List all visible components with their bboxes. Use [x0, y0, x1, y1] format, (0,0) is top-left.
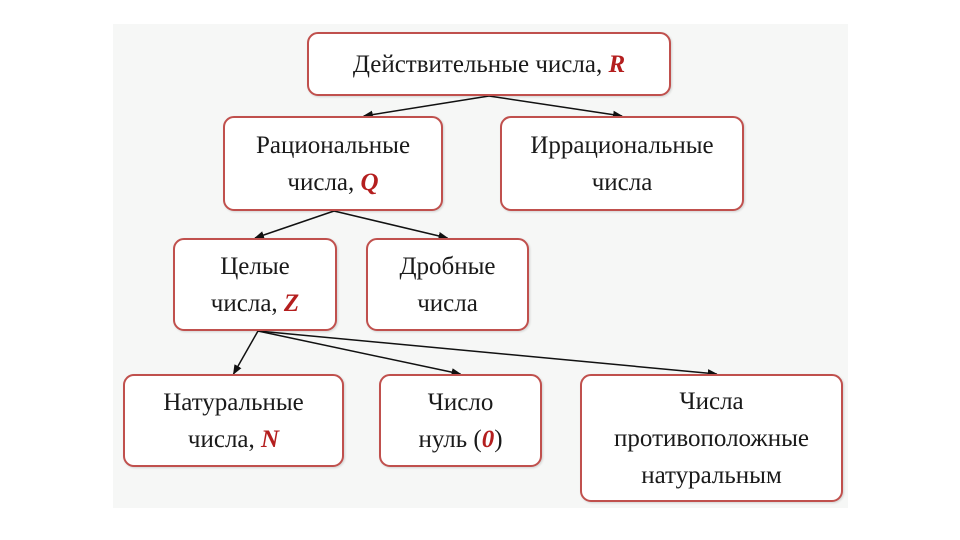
- symbol-zero: 0: [481, 425, 495, 453]
- symbol-r: R: [608, 50, 626, 78]
- node-rational-line2: числа, Q: [287, 164, 378, 201]
- node-opposite-line2: противоположные: [614, 424, 809, 452]
- node-fraction-numbers: Дробные числа: [366, 238, 529, 331]
- node-natural-line1: Натуральные: [163, 388, 304, 416]
- node-irrational-line2: числа: [591, 168, 653, 196]
- node-real-numbers: Действительные числа, R: [307, 32, 671, 96]
- node-zero-line2: нуль (0): [418, 421, 502, 458]
- node-zero-number: Число нуль (0): [379, 374, 542, 467]
- node-opposite-numbers: Числа противоположные натуральным: [580, 374, 843, 502]
- node-integer-line2: числа, Z: [211, 285, 299, 322]
- node-real-label: Действительные числа, R: [353, 46, 625, 83]
- node-irrational-line1: Иррациональные: [530, 131, 714, 159]
- node-real-text: Действительные числа,: [352, 50, 609, 78]
- node-fraction-line1: Дробные: [399, 252, 496, 280]
- node-zero-line2-suffix: ): [494, 425, 503, 453]
- symbol-q: Q: [360, 168, 379, 196]
- node-natural-line2-text: числа,: [187, 425, 262, 453]
- node-natural-line2: числа, N: [188, 421, 279, 458]
- node-rational-line2-text: числа,: [287, 168, 361, 196]
- node-integer-line1: Целые: [220, 252, 290, 280]
- node-rational-numbers: Рациональные числа, Q: [223, 116, 443, 211]
- node-fraction-line2: числа: [417, 289, 478, 317]
- symbol-z: Z: [283, 289, 300, 317]
- node-opposite-line1: Числа: [679, 387, 744, 415]
- node-zero-line1: Число: [427, 388, 494, 416]
- node-rational-line1: Рациональные: [255, 131, 411, 159]
- node-opposite-line3: натуральным: [641, 461, 782, 489]
- symbol-n: N: [261, 425, 280, 453]
- node-integer-numbers: Целые числа, Z: [173, 238, 337, 331]
- node-irrational-numbers: Иррациональные числа: [500, 116, 744, 211]
- node-zero-line2-prefix: нуль (: [418, 425, 482, 453]
- node-integer-line2-text: числа,: [210, 289, 284, 317]
- node-natural-numbers: Натуральные числа, N: [123, 374, 344, 467]
